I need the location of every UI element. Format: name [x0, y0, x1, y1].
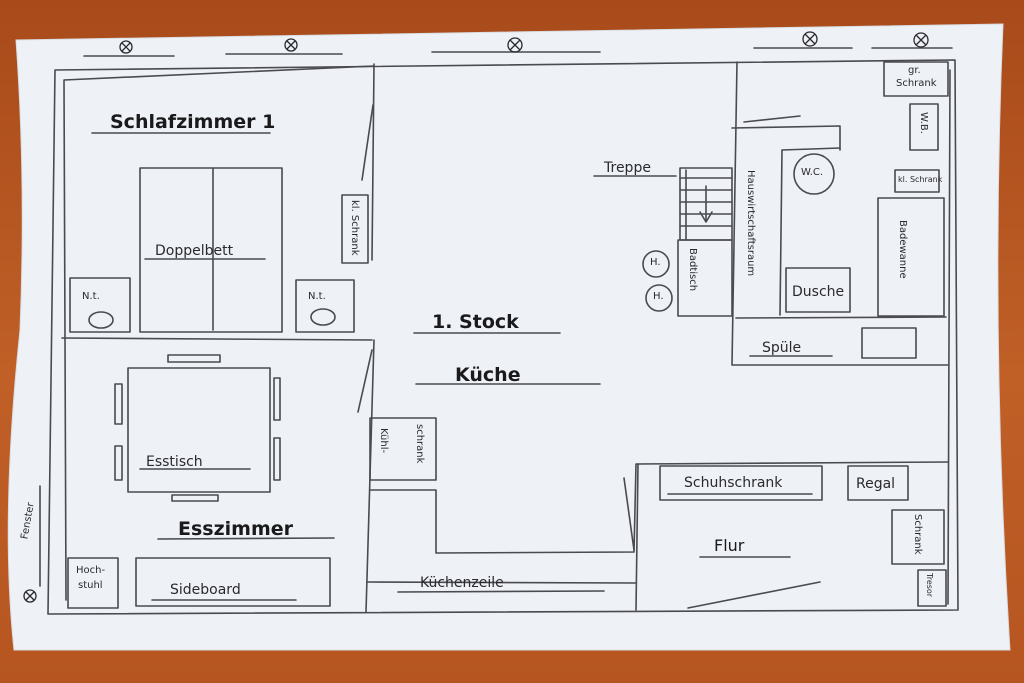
tresor-shape	[917, 569, 947, 607]
door-flur	[623, 477, 635, 551]
chair-right-2	[273, 437, 281, 481]
room-label-flur: Flur	[714, 536, 745, 555]
door-dining	[357, 349, 373, 413]
outer-wall	[47, 59, 959, 615]
wall-wc	[779, 147, 841, 316]
badewanne-shape	[877, 197, 945, 317]
room-label-esszimmer: Esszimmer	[178, 518, 294, 540]
furniture-label-gr-schrank-1: gr.	[908, 65, 921, 76]
kl-schrank-bath-shape	[894, 169, 940, 193]
wall-bath-upper	[731, 115, 841, 151]
furniture-label-badtisch: Badtisch	[687, 248, 698, 292]
sideboard-shape	[135, 557, 331, 607]
wc-shape	[793, 153, 835, 195]
outer-wall-inner	[63, 65, 951, 605]
door-bedroom	[361, 104, 374, 181]
furniture-label-gr-schrank-2: Schrank	[896, 78, 937, 89]
wall-kitchen-bath	[731, 61, 949, 366]
furniture-label-sideboard: Sideboard	[170, 582, 241, 598]
nt-left-lamp	[88, 311, 114, 329]
gr-schrank-shape	[883, 61, 949, 97]
furniture-label-schuhschrank: Schuhschrank	[684, 475, 783, 491]
hochstuhl-shape	[67, 557, 119, 609]
underline-kuechenzeile	[397, 590, 605, 593]
underline-esszimmer	[157, 537, 335, 540]
chair-left-1	[114, 383, 123, 425]
furniture-label-schrank-flur: Schrank	[912, 514, 923, 555]
doppelbett-shape	[139, 167, 283, 333]
schuhschrank-shape	[659, 465, 823, 501]
furniture-label-doppelbett: Doppelbett	[155, 243, 234, 259]
badtisch-shape	[677, 239, 733, 317]
heizung-1-shape	[642, 250, 670, 278]
chair-bottom	[171, 494, 219, 502]
chair-right-1	[273, 377, 281, 421]
dusche-shape	[785, 267, 851, 313]
window-symbol-icon	[23, 589, 37, 603]
furniture-label-regal: Regal	[856, 476, 896, 492]
furniture-label-heizung-2: H.	[653, 291, 664, 302]
window-symbol-icon	[284, 38, 298, 52]
furniture-label-spuele: Spüle	[762, 340, 802, 356]
window-symbol-icon	[802, 31, 818, 47]
furniture-label-nt-left: N.t.	[82, 291, 100, 302]
kl-schrank-bedroom-shape	[341, 194, 369, 264]
heizung-2-shape	[645, 284, 673, 312]
wb-shape	[909, 103, 939, 151]
window-symbol-icon	[913, 32, 929, 48]
furniture-label-heizung-1: H.	[650, 257, 661, 268]
furniture-label-wb: W.B.	[918, 112, 929, 134]
chair-top	[167, 354, 221, 363]
door-entrance	[687, 581, 821, 609]
wall-flur	[635, 463, 639, 611]
furniture-label-badewanne: Badewanne	[897, 220, 908, 279]
room-label-schlafzimmer: Schlafzimmer 1	[110, 111, 276, 133]
nt-right-shape	[295, 279, 355, 333]
esstisch-shape	[127, 367, 271, 493]
wall-kitchen-bottom	[366, 581, 637, 584]
furniture-label-kl-schrank-bath: kl. Schrank	[898, 175, 943, 184]
furniture-label-hochstuhl-1: Hoch-	[76, 565, 106, 576]
furniture-label-hauswirtschaftsraum: Hauswirtschaftsraum	[745, 170, 756, 277]
treppe-arrow	[699, 185, 713, 223]
furniture-label-wc: W.C.	[801, 167, 824, 178]
furniture-label-kl-schrank-bedroom: kl. Schrank	[349, 200, 360, 256]
window-symbol-icon	[507, 37, 523, 53]
furniture-label-hochstuhl-2: stuhl	[78, 580, 103, 591]
chair-left-2	[114, 445, 123, 481]
nt-right-lamp	[310, 308, 336, 326]
room-label-kueche: Küche	[455, 364, 521, 386]
furniture-label-dusche: Dusche	[792, 284, 845, 300]
schrank-flur-shape	[891, 509, 945, 565]
nt-left-shape	[69, 277, 131, 333]
furniture-label-nt-right: N.t.	[308, 291, 326, 302]
window-symbol-icon	[119, 40, 133, 54]
furniture-label-kuehl-2: schrank	[414, 424, 425, 464]
furniture-label-treppe: Treppe	[604, 160, 651, 176]
room-label-stock: 1. Stock	[432, 311, 519, 333]
furniture-label-kuehl-1: Kühl-	[378, 428, 389, 454]
wall-bath-mid	[735, 316, 947, 319]
spuele-basin	[861, 327, 917, 359]
regal-shape	[847, 465, 909, 501]
furniture-label-tresor: Tresor	[925, 573, 934, 598]
wall-kuechenzeile	[369, 461, 949, 554]
kuehlschrank-shape	[369, 417, 437, 481]
furniture-label-esstisch: Esstisch	[146, 454, 203, 470]
wall-bedroom-dining	[61, 337, 373, 341]
furniture-label-kuechenzeile: Küchenzeile	[420, 575, 504, 591]
